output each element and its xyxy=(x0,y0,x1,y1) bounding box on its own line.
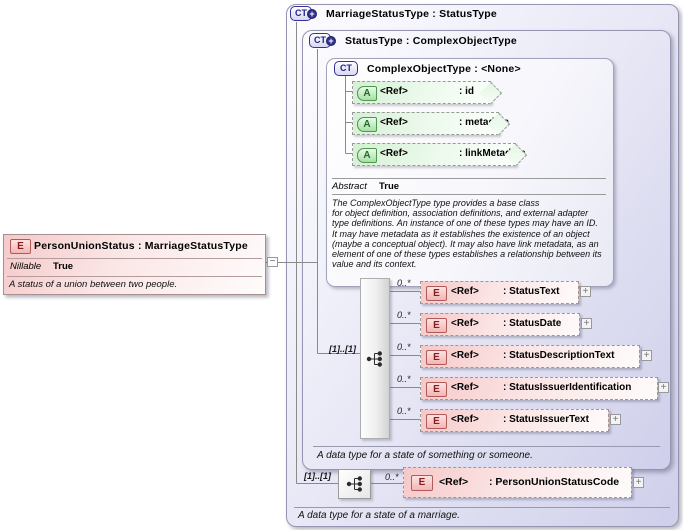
expand-icon[interactable]: + xyxy=(641,350,652,361)
occurs-label: 0..* xyxy=(397,406,411,416)
status-type-header[interactable]: CT+ StatusType : ComplexObjectType xyxy=(309,33,517,48)
type-title: MarriageStatusType : StatusType xyxy=(326,7,497,20)
attribute-row-linkMetadata[interactable]: A <Ref> : linkMetadata xyxy=(352,143,526,166)
complex-type-plus-icon: CT+ xyxy=(309,33,336,48)
attribute-row-id[interactable]: A <Ref> : id xyxy=(352,81,491,104)
sequence-icon xyxy=(366,351,383,367)
element-row-StatusDate[interactable]: E <Ref> : StatusDate xyxy=(420,313,580,336)
element-name: : StatusDescriptionText xyxy=(503,350,615,361)
sequence-icon xyxy=(346,476,362,492)
cardinality-label: [1]..[1] xyxy=(304,471,331,481)
expand-icon[interactable]: + xyxy=(581,318,592,329)
plus-badge-icon: + xyxy=(307,8,317,19)
ref-label: <Ref> xyxy=(451,382,479,393)
element-name: : StatusIssuerIdentification xyxy=(503,382,632,393)
element-icon: E xyxy=(426,349,447,365)
divider xyxy=(7,276,262,277)
element-row-StatusDescriptionText[interactable]: E <Ref> : StatusDescriptionText xyxy=(420,345,640,368)
occurs-label: 0..* xyxy=(397,342,411,352)
divider xyxy=(7,258,262,259)
expand-icon[interactable]: + xyxy=(658,382,669,393)
ref-label: <Ref> xyxy=(451,350,479,361)
marriage-status-type-footer: A data type for a state of a marriage. xyxy=(298,510,460,521)
element-name: : StatusText xyxy=(503,286,560,297)
occurs-label: 0..* xyxy=(397,374,411,384)
element-icon: E xyxy=(426,413,447,429)
description-line: (maybe a conceptual object). It may also… xyxy=(332,238,599,249)
expand-icon[interactable]: + xyxy=(580,286,591,297)
description-line: value and its context. xyxy=(332,259,417,270)
element-icon: E xyxy=(10,239,31,254)
occurs-label: 0..* xyxy=(385,472,399,482)
status-type-footer: A data type for a state of something or … xyxy=(317,450,533,461)
attribute-name: : metadata xyxy=(459,117,510,128)
node-title: PersonUnionStatus : MarriageStatusType xyxy=(34,240,248,252)
expand-icon[interactable]: + xyxy=(633,477,644,488)
element-name: : PersonUnionStatusCode xyxy=(489,476,620,488)
divider xyxy=(332,194,606,195)
element-name: : StatusDate xyxy=(503,318,562,329)
sequence-compositor[interactable] xyxy=(338,469,371,499)
ref-label: <Ref> xyxy=(451,414,479,425)
ref-label: <Ref> xyxy=(380,148,408,159)
node-description: A status of a union between two people. xyxy=(9,279,178,290)
attribute-name: : linkMetadata xyxy=(459,148,526,159)
element-icon: E xyxy=(411,475,433,491)
expand-icon[interactable]: + xyxy=(610,414,621,425)
person-union-status-node[interactable]: E PersonUnionStatus : MarriageStatusType… xyxy=(3,234,266,295)
occurs-label: 0..* xyxy=(397,278,411,288)
ct-letters: CT xyxy=(314,35,326,45)
type-title: StatusType : ComplexObjectType xyxy=(345,34,517,47)
type-description: The ComplexObjectType type provides a ba… xyxy=(332,198,608,269)
attribute-icon: A xyxy=(357,116,377,132)
ref-label: <Ref> xyxy=(451,318,479,329)
element-row-PersonUnionStatusCode[interactable]: E <Ref> : PersonUnionStatusCode xyxy=(403,467,632,498)
ref-label: <Ref> xyxy=(380,117,408,128)
element-row-StatusIssuerText[interactable]: E <Ref> : StatusIssuerText xyxy=(420,409,609,432)
ref-label: <Ref> xyxy=(439,476,469,488)
ct-letters: CT xyxy=(295,8,307,18)
element-row-StatusText[interactable]: E <Ref> : StatusText xyxy=(420,281,579,304)
element-icon: E xyxy=(426,317,447,333)
description-line: element of one of these types establishe… xyxy=(332,249,602,260)
type-title: ComplexObjectType : <None> xyxy=(367,62,521,75)
nillable-label: Nillable xyxy=(10,261,42,272)
attribute-icon: A xyxy=(357,85,377,101)
ref-label: <Ref> xyxy=(451,286,479,297)
cardinality-label: [1]..[1] xyxy=(329,344,356,354)
abstract-value: True xyxy=(379,181,400,192)
divider xyxy=(332,178,606,179)
element-icon: E xyxy=(426,381,447,397)
sequence-compositor[interactable] xyxy=(360,278,390,439)
description-line: type definitions. An instance of one of … xyxy=(332,218,598,229)
ref-label: <Ref> xyxy=(380,86,408,97)
description-line: for object definition, association defin… xyxy=(332,208,589,219)
description-line: The ComplexObjectType type provides a ba… xyxy=(332,198,540,208)
divider xyxy=(294,507,670,508)
element-name: : StatusIssuerText xyxy=(503,414,589,425)
attribute-icon: A xyxy=(357,147,377,163)
complex-object-type-header[interactable]: CT ComplexObjectType : <None> xyxy=(334,61,521,76)
marriage-status-type-header[interactable]: CT+ MarriageStatusType : StatusType xyxy=(290,6,497,21)
divider xyxy=(313,446,660,447)
occurs-label: 0..* xyxy=(397,310,411,320)
element-row-StatusIssuerIdentification[interactable]: E <Ref> : StatusIssuerIdentification xyxy=(420,377,658,400)
abstract-label: Abstract xyxy=(332,181,367,192)
collapse-toggle-icon[interactable]: − xyxy=(267,257,278,267)
attribute-row-metadata[interactable]: A <Ref> : metadata xyxy=(352,112,509,135)
complex-type-plus-icon: CT+ xyxy=(290,6,317,21)
nillable-value: True xyxy=(53,261,74,272)
plus-badge-icon: + xyxy=(326,35,336,46)
complex-type-icon: CT xyxy=(334,61,358,76)
description-line: It may have metadata as it establishes t… xyxy=(332,228,590,239)
element-icon: E xyxy=(426,285,447,301)
attribute-name: : id xyxy=(459,86,474,97)
